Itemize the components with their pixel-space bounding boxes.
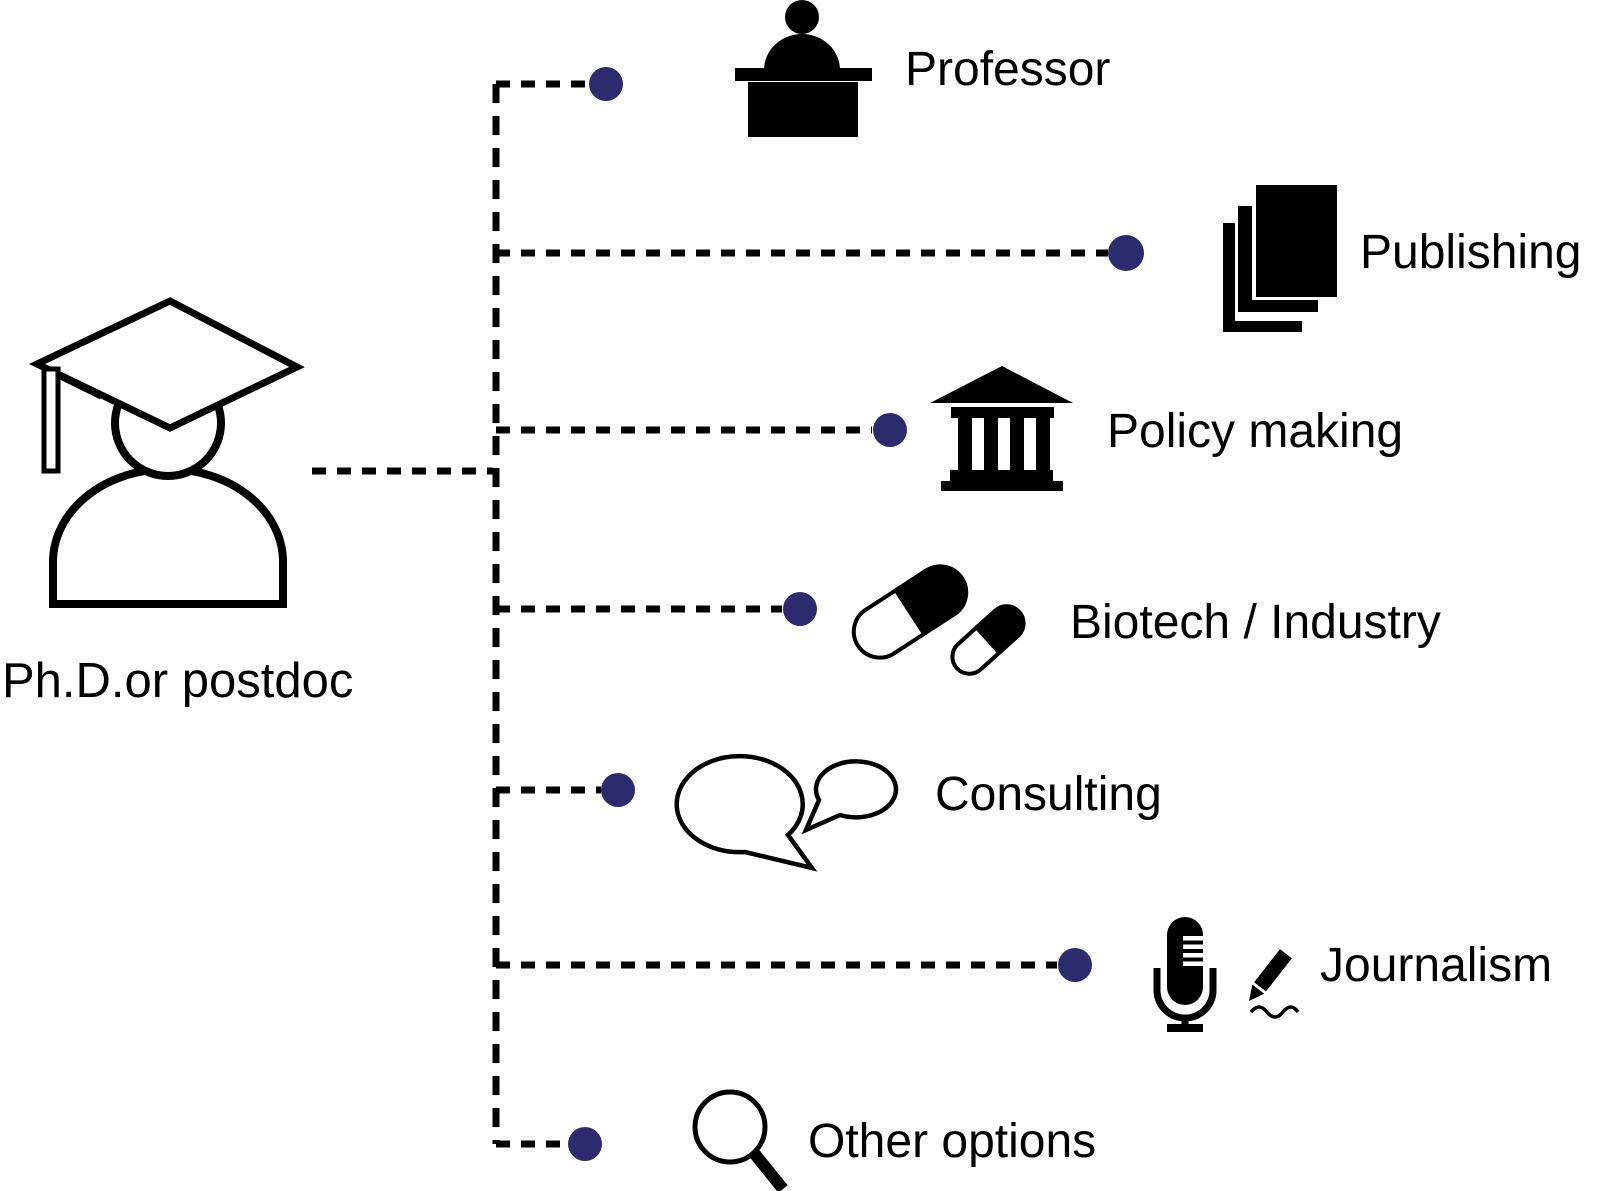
graduate-tassel bbox=[41, 366, 61, 474]
building-column bbox=[1010, 418, 1024, 470]
building-base-step bbox=[950, 470, 1053, 481]
dot-consulting bbox=[601, 773, 635, 807]
speaker-head bbox=[785, 0, 819, 34]
connector-dots bbox=[568, 67, 1144, 1161]
magnifier-lens bbox=[692, 1089, 768, 1165]
pen-body bbox=[1254, 949, 1292, 992]
mic-base bbox=[1167, 1024, 1203, 1032]
label-professor: Professor bbox=[905, 43, 1110, 96]
pen bbox=[1249, 949, 1292, 1001]
dot-journalism bbox=[1058, 948, 1092, 982]
building-column bbox=[1036, 418, 1050, 470]
label-policy-making: Policy making bbox=[1107, 405, 1403, 458]
building-base bbox=[941, 481, 1063, 491]
label-journalism: Journalism bbox=[1320, 939, 1552, 992]
dot-policy-making bbox=[873, 413, 907, 447]
pen-squiggle bbox=[1249, 1005, 1300, 1019]
magnifier-icon bbox=[692, 1089, 788, 1191]
capsule-large-black-half bbox=[893, 564, 969, 637]
figure-label: Ph.D.or postdoc bbox=[2, 654, 353, 708]
mic-stand bbox=[1181, 1018, 1189, 1026]
paper-front bbox=[1256, 185, 1337, 297]
connector-lines bbox=[312, 80, 1108, 1148]
capsule-small-white-half bbox=[950, 624, 1003, 676]
label-biotech-industry: Biotech / Industry bbox=[1070, 596, 1441, 649]
speech-bubble-small bbox=[801, 759, 899, 835]
speech-bubbles-icon bbox=[674, 753, 899, 872]
mic-body bbox=[1167, 917, 1203, 1005]
microphone-and-pen-icon bbox=[1153, 917, 1300, 1032]
dot-other-options bbox=[568, 1127, 602, 1161]
magnifier-handle bbox=[749, 1149, 788, 1191]
mic-grille-lines bbox=[1183, 936, 1203, 966]
capsule-small-black-half bbox=[973, 604, 1026, 656]
building-column bbox=[958, 418, 972, 470]
graduate-cap bbox=[28, 297, 305, 432]
speech-bubble-large bbox=[674, 753, 818, 872]
building-column bbox=[984, 418, 998, 470]
paper-middle bbox=[1238, 206, 1318, 312]
graduate-body bbox=[49, 465, 287, 608]
lectern-speaker-icon bbox=[735, 0, 872, 137]
speaker-bust bbox=[764, 34, 840, 70]
dot-publishing bbox=[1108, 235, 1144, 271]
paper-back bbox=[1223, 223, 1302, 332]
label-other-options: Other options bbox=[808, 1115, 1096, 1168]
stacked-papers-icon bbox=[1223, 185, 1337, 332]
graduate-icon bbox=[28, 297, 305, 608]
pill-capsules-icon bbox=[851, 564, 1026, 676]
government-building-icon bbox=[930, 366, 1073, 491]
building-lintel bbox=[951, 407, 1054, 418]
lectern-body bbox=[748, 82, 858, 137]
pen-nib bbox=[1249, 984, 1265, 1001]
label-publishing: Publishing bbox=[1360, 226, 1581, 279]
dot-professor bbox=[589, 67, 623, 101]
lectern-top bbox=[735, 68, 872, 81]
label-consulting: Consulting bbox=[935, 768, 1162, 821]
building-roof bbox=[930, 366, 1073, 403]
dot-biotech-industry bbox=[783, 592, 817, 626]
